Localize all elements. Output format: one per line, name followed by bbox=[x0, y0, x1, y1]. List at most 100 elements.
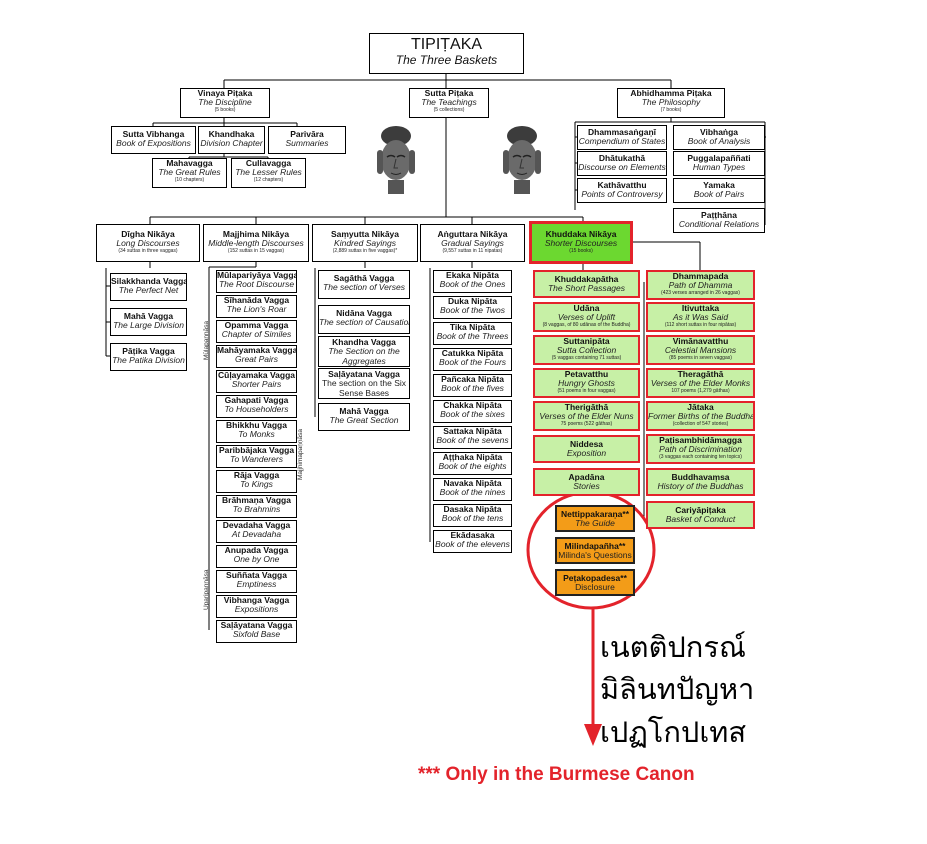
majjhima-item-subtitle: To Householders bbox=[224, 404, 289, 415]
abhidhamma-title: Abhidhamma Piṭaka bbox=[630, 88, 712, 98]
majjhima-item-subtitle: Sixfold Base bbox=[232, 629, 281, 640]
khuddaka-item-note: (112 short suttas in four nipātas) bbox=[664, 321, 737, 328]
majjhima-item: Anupada Vagga One by One bbox=[216, 545, 297, 568]
khuddaka-item-note: 107 poems (1,279 gāthas) bbox=[671, 387, 730, 394]
majjhima-item: Rāja Vagga To Kings bbox=[216, 470, 297, 493]
khuddaka-item-title: Dhammapada bbox=[672, 271, 729, 281]
majjhima-item-subtitle: To Kings bbox=[240, 479, 273, 490]
anguttara-item-subtitle: Book of the Ones bbox=[439, 279, 506, 290]
anguttara-item: Sattaka Nipāta Book of the sevens bbox=[433, 426, 512, 449]
abhidhamma-item-title: Yamaka bbox=[703, 180, 735, 190]
khuddaka-item-title: Itivuttaka bbox=[681, 303, 720, 313]
majjhima-item: Bhikkhu Vagga To Monks bbox=[216, 420, 297, 443]
abhidhamma-item-subtitle: Book of Analysis bbox=[687, 136, 751, 147]
anguttara-item: Chakka Nipāta Book of the sixes bbox=[433, 400, 512, 423]
majjhima-item: Suññata Vagga Emptiness bbox=[216, 570, 297, 593]
majjhima-item-subtitle: Expositions bbox=[234, 604, 279, 615]
digha-item-subtitle: The Perfect Net bbox=[118, 285, 179, 296]
anguttara-item-title: Duka Nipāta bbox=[447, 296, 498, 306]
abhidhamma-item-subtitle: Points of Controversy bbox=[581, 189, 663, 200]
anguttara-item-subtitle: Book of the fives bbox=[441, 383, 504, 394]
khuddaka-item-title: Buddhavaṃsa bbox=[671, 472, 730, 482]
anguttara-item-title: Pañcaka Nipāta bbox=[441, 374, 504, 384]
vinaya-item-subtitle: The Great Rules bbox=[158, 167, 221, 178]
vinaya-subtitle: The Discipline bbox=[198, 97, 252, 108]
khuddaka-item-subtitle: Path of Discrimination bbox=[659, 444, 742, 455]
abhidhamma-note: (7 books) bbox=[660, 106, 682, 113]
digha-item-subtitle: The Patika Division bbox=[112, 355, 185, 366]
digha-item-title: Silakkhanda Vagga bbox=[111, 276, 187, 286]
vinaya-item-note: (10 chapters) bbox=[174, 176, 205, 183]
khuddaka-item-subtitle: Former Births of the Buddha bbox=[648, 411, 755, 422]
anguttara-item: Pañcaka Nipāta Book of the fives bbox=[433, 374, 512, 397]
abhidhamma-item: Puggalapaññati Human Types bbox=[673, 151, 765, 176]
khuddaka-item-subtitle: Celestial Mansions bbox=[664, 345, 737, 356]
abhidhamma-item-subtitle: Book of Pairs bbox=[693, 189, 745, 200]
abhidhamma-item-subtitle: Conditional Relations bbox=[678, 219, 760, 230]
digha-item-title: Pāṭika Vagga bbox=[122, 346, 175, 356]
khuddaka-item-note: (collection of 547 stories) bbox=[672, 420, 729, 427]
majjhima-item: Cūḷayamaka Vagga Shorter Pairs bbox=[216, 370, 297, 393]
anguttara-item-subtitle: Book of the eights bbox=[438, 461, 507, 472]
nikaya-khuddaka: Khuddaka Nikāya Shorter Discourses (15 b… bbox=[529, 221, 633, 264]
anguttara-item: Duka Nipāta Book of the Twos bbox=[433, 296, 512, 319]
khuddaka-item: Dhammapada Path of Dhamma (423 verses ar… bbox=[646, 270, 755, 300]
anguttara-item-subtitle: Book of the Threes bbox=[436, 331, 509, 342]
samyutta-item-subtitle: The section on the Six Sense Bases bbox=[321, 378, 407, 398]
thai-label: เนตติปกรณ์ bbox=[600, 630, 746, 664]
anguttara-item: Dasaka Nipāta Book of the tens bbox=[433, 504, 512, 527]
majjhima-item-subtitle: The Lion's Roar bbox=[226, 304, 287, 315]
khuddaka-item: Vimānavatthu Celestial Mansions (85 poem… bbox=[646, 335, 755, 365]
majjhima-item-title: Cūḷayamaka Vagga bbox=[217, 370, 295, 380]
digha-item: Mahā Vagga The Large Division bbox=[110, 308, 187, 336]
khuddaka-item-note: (51 poems in four vaggas) bbox=[557, 387, 616, 394]
khuddaka-item-title: Cariyāpiṭaka bbox=[675, 505, 726, 515]
sutta-pitaka: Sutta Piṭaka The Teachings (5 collection… bbox=[409, 88, 489, 118]
sutta-subtitle: The Teachings bbox=[421, 97, 477, 108]
burmese-item-subtitle: Milinda's Questions bbox=[558, 550, 632, 561]
majjhima-item-subtitle: Emptiness bbox=[236, 579, 277, 590]
anguttara-item: Ekādasaka Book of the elevens bbox=[433, 530, 512, 553]
khuddaka-item-title: Therigāthā bbox=[564, 402, 609, 412]
khuddaka-item: Itivuttaka As it Was Said (112 short sut… bbox=[646, 302, 755, 332]
samyutta-item-title: Khandha Vagga bbox=[332, 337, 396, 347]
nikaya-note: (34 suttas in three vaggas) bbox=[118, 247, 178, 254]
khuddaka-item-subtitle: Verses of Uplift bbox=[557, 312, 616, 323]
nikaya-note: (152 suttas in 15 vaggas) bbox=[227, 247, 285, 254]
khuddaka-item-title: Theragāthā bbox=[677, 369, 724, 379]
samyutta-item-title: Nidāna Vagga bbox=[336, 308, 392, 318]
majjhima-item-subtitle: To Wanderers bbox=[230, 454, 283, 465]
anguttara-item: Ekaka Nipāta Book of the Ones bbox=[433, 270, 512, 293]
majjhima-item-subtitle: To Monks bbox=[238, 429, 275, 440]
digha-item-title: Mahā Vagga bbox=[123, 311, 174, 321]
majjhima-item: Vibhanga Vagga Expositions bbox=[216, 595, 297, 618]
majjhima-item-title: Vibhanga Vagga bbox=[223, 595, 290, 605]
majjhima-item-subtitle: The Root Discourse bbox=[218, 279, 295, 290]
majjhima-item: Opamma Vagga Chapter of Similes bbox=[216, 320, 297, 343]
khuddaka-item: Suttanipāta Sutta Collection (5 vaggas c… bbox=[533, 335, 640, 365]
tipitaka-subtitle: The Three Baskets bbox=[395, 52, 498, 67]
abhidhamma-item-title: Dhātukathā bbox=[598, 153, 646, 163]
majjhima-item: Mahāyamaka Vagga Great Pairs bbox=[216, 345, 297, 368]
samyutta-item-subtitle: The section of Verses bbox=[323, 282, 405, 293]
anguttara-item-subtitle: Book of the sevens bbox=[436, 435, 509, 446]
anguttara-item: Tika Nipāta Book of the Threes bbox=[433, 322, 512, 345]
nikaya-anguttara: Aṅguttara Nikāya Gradual Sayings (9,557 … bbox=[420, 224, 525, 262]
anguttara-item-title: Ekaka Nipāta bbox=[446, 270, 499, 280]
majjhima-item: Saḷāyatana Vagga Sixfold Base bbox=[216, 620, 297, 643]
khuddaka-item-subtitle: Verses of the Elder Monks bbox=[650, 378, 751, 389]
vinaya-item: Khandhaka Division Chapter bbox=[198, 126, 265, 154]
khuddaka-item-subtitle: Stories bbox=[573, 481, 600, 492]
majjhima-group-label: Majjhimapaṇṇāsa bbox=[297, 429, 304, 480]
vinaya-item-title: Khandhaka bbox=[208, 129, 255, 139]
khuddaka-item-title: Petavatthu bbox=[564, 369, 609, 379]
majjhima-item-subtitle: At Devadaha bbox=[231, 529, 282, 540]
abhidhamma-item: Dhātukathā Discourse on Elements bbox=[577, 151, 667, 176]
burmese-only-item: Peṭakopadesa** Disclosure bbox=[555, 569, 635, 596]
majjhima-item-subtitle: Shorter Pairs bbox=[231, 379, 282, 390]
khuddaka-item-title: Vimānavatthu bbox=[672, 336, 729, 346]
nikaya-subtitle: Middle-length Discourses bbox=[208, 238, 304, 249]
khuddaka-item-subtitle: The Short Passages bbox=[547, 283, 625, 294]
majjhima-item-title: Mūlapariyāya Vagga bbox=[217, 270, 297, 280]
abhidhamma-item-title: Puggalapaññati bbox=[687, 153, 751, 163]
